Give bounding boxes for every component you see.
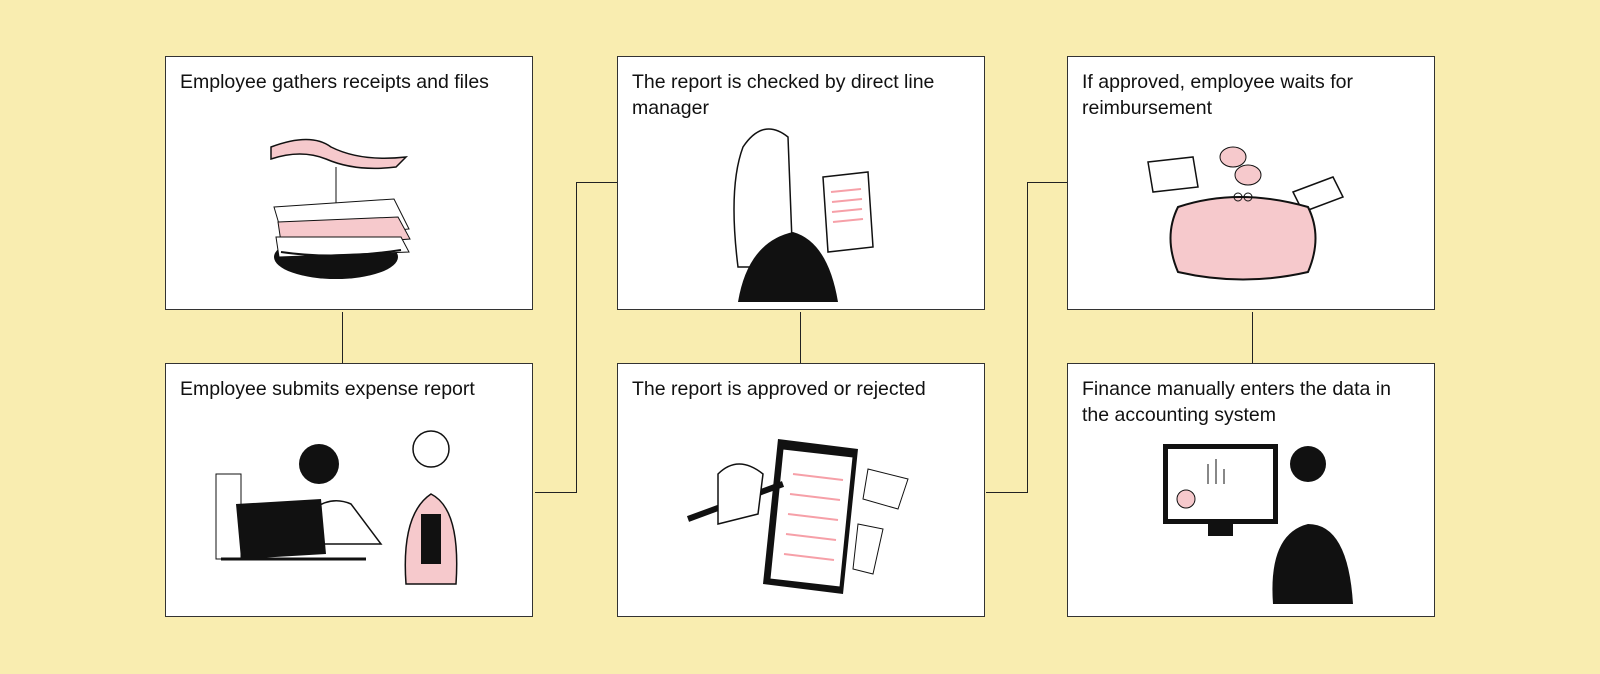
step-card-manager-check: The report is checked by direct line man… xyxy=(617,56,985,310)
manager-reading-report-illustration xyxy=(733,128,874,302)
step-card-approve-reject: The report is approved or rejected xyxy=(617,363,985,617)
receipts-pile-illustration xyxy=(270,138,411,279)
purse-money-illustration xyxy=(1147,146,1345,281)
connector-4-5-h1 xyxy=(986,492,1027,493)
connector-5-6 xyxy=(1252,312,1253,363)
step-title: The report is approved or rejected xyxy=(632,378,926,400)
step-title: Employee gathers receipts and files xyxy=(180,71,489,93)
connector-1-2 xyxy=(342,312,343,363)
step-card-finance-entry: Finance manually enters the data in the … xyxy=(1067,363,1435,617)
step-title: Employee submits expense report xyxy=(180,378,475,400)
finance-at-computer-illustration xyxy=(1163,444,1353,604)
connector-3-4 xyxy=(800,312,801,363)
step-card-gather-receipts: Employee gathers receipts and files xyxy=(165,56,533,310)
connector-2-3-h2 xyxy=(576,182,617,183)
connector-4-5-h2 xyxy=(1027,182,1068,183)
step-title: Finance manually enters the data in the … xyxy=(1082,378,1391,426)
step-card-wait-reimbursement: If approved, employee waits for reimburs… xyxy=(1067,56,1435,310)
step-title: If approved, employee waits for reimburs… xyxy=(1082,71,1353,119)
step-title: The report is checked by direct line man… xyxy=(632,71,935,119)
connector-4-5-v xyxy=(1027,182,1028,493)
connector-2-3-v xyxy=(576,182,577,493)
connector-2-3-h1 xyxy=(535,492,576,493)
signing-document-illustration xyxy=(686,439,909,594)
employee-at-laptop-illustration xyxy=(215,430,458,585)
step-card-submit-report: Employee submits expense report xyxy=(165,363,533,617)
